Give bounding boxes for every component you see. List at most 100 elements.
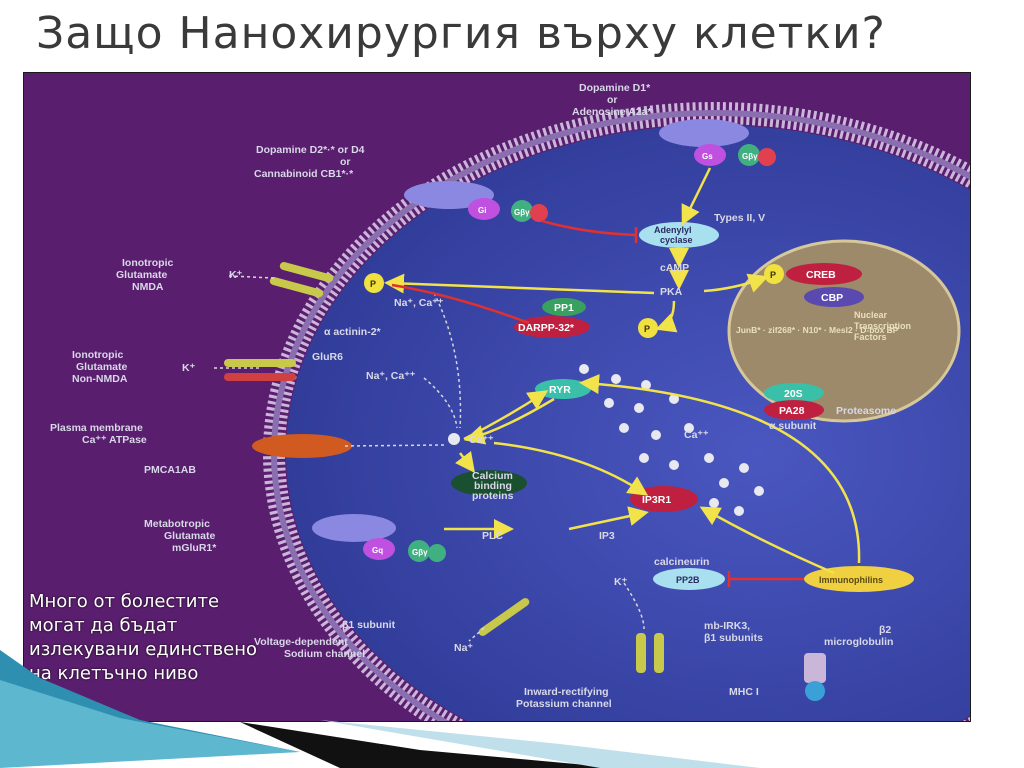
gbg-protein-3 <box>408 540 430 562</box>
potassium-channel-b <box>654 633 664 673</box>
label-camp: cAMP <box>660 262 689 274</box>
label-pmca1ab: PMCA1AB <box>144 464 196 476</box>
label-glutamate-2: Glutamate <box>76 361 128 373</box>
label-ca-cluster: Ca⁺⁺ <box>684 429 709 441</box>
label-proteasome: Proteasome <box>836 405 896 417</box>
calcium-particles <box>448 364 764 516</box>
label-pa28: PA28 <box>779 405 805 417</box>
nmda-channel-b <box>269 277 324 298</box>
label-adenosine: Adenosine A2a* <box>572 106 652 118</box>
label-inward-1: Inward-rectifying <box>524 686 609 698</box>
label-darpp: DARPP-32* <box>518 322 575 334</box>
label-gbg-1: Gβγ <box>742 152 758 161</box>
label-calcium-3: proteins <box>472 490 514 502</box>
label-actinin: α actinin-2* <box>324 326 382 338</box>
label-na-ca-1: Na⁺, Ca⁺⁺ <box>394 297 444 309</box>
gbg-protein-3b <box>428 544 446 562</box>
label-non-nmda: Non-NMDA <box>72 373 128 385</box>
label-glur6: GluR6 <box>312 351 343 363</box>
adenylyl-cyclase <box>639 222 719 248</box>
label-gq: Gq <box>372 546 383 555</box>
label-adenylyl-1: Adenylyl <box>654 225 692 235</box>
label-voltage-2: Sodium channel <box>284 648 365 660</box>
label-metabotropic-1: Metabotropic <box>144 518 210 530</box>
caption-line-2: могат да бъдат <box>29 615 178 636</box>
label-immunophilins: Immunophilins <box>819 575 883 585</box>
proteasome-pa28 <box>764 400 824 420</box>
gbg-protein-1b <box>758 148 776 166</box>
label-p-3: P <box>770 270 776 280</box>
label-nuclear-3: Factors <box>854 332 887 342</box>
label-cannabinoid: Cannabinoid CB1*·* <box>254 168 354 180</box>
label-metabotropic-2: Glutamate <box>164 530 216 542</box>
label-gbg-2: Gβγ <box>514 208 530 217</box>
pp1-protein <box>542 298 586 316</box>
label-voltage-1: Voltage-dependent <box>254 636 348 648</box>
label-pp2b: PP2B <box>676 575 700 585</box>
mhc-receptor <box>804 653 826 683</box>
slide-title: Защо Нанохирургия върху клетки? <box>36 8 886 59</box>
deco-black-wedge <box>240 722 620 768</box>
cbp-protein <box>804 287 864 307</box>
darpp-protein <box>514 316 590 338</box>
label-glutamate-1: Glutamate <box>116 269 168 281</box>
label-ionotropic-2: Ionotropic <box>72 349 123 361</box>
phospho-darpp <box>638 318 658 338</box>
label-dopamine-d1: Dopamine D1* <box>579 82 651 94</box>
label-creb: CREB <box>806 269 836 281</box>
label-alpha-subunit: α subunit <box>769 420 817 432</box>
glur6-channel-b <box>224 373 296 381</box>
label-ionotropic-1: Ionotropic <box>122 257 173 269</box>
label-adenylyl-2: cyclase <box>660 235 693 245</box>
label-mb-irk3-2: β1 subunits <box>704 632 763 644</box>
cell-diagram: Dopamine D1* or Adenosine A2a* Dopamine … <box>23 72 971 722</box>
label-gs: Gs <box>702 152 713 161</box>
label-nmda: NMDA <box>132 281 164 293</box>
label-calcium-1: Calcium <box>472 470 513 482</box>
label-plc: PLC <box>482 530 503 542</box>
label-na-ca-2: Na⁺, Ca⁺⁺ <box>366 370 416 382</box>
label-calcineurin: calcineurin <box>654 556 709 568</box>
label-dopamine-d2: Dopamine D2*·* or D4 <box>256 144 365 156</box>
inhibition-lines <box>391 219 804 587</box>
label-na-plus: Na⁺ <box>454 642 473 654</box>
pmca-pump <box>252 434 352 458</box>
caption-line-3: излекувани единствено <box>29 639 258 660</box>
label-nuclear-1: Nuclear <box>854 310 888 320</box>
label-nuclear-2: Transcription <box>854 321 911 331</box>
nmda-channel-a <box>279 262 334 283</box>
label-beta-subunit: β1 subunit <box>342 619 396 631</box>
signal-arrows <box>384 167 861 575</box>
gbg-protein-2b <box>530 204 548 222</box>
gbg-protein-2 <box>511 200 533 222</box>
label-metabotropic-3: mGluR1* <box>172 542 217 554</box>
phospho-creb <box>764 264 784 284</box>
gi-protein <box>468 198 500 220</box>
label-gbg-3: Gβγ <box>412 548 428 557</box>
deco-light-wedge <box>0 680 300 768</box>
mhc-ball <box>805 681 825 701</box>
nucleus <box>727 239 961 423</box>
label-p-1: P <box>644 324 650 334</box>
ion-flow-arrows <box>214 275 645 642</box>
sodium-channel <box>478 598 530 636</box>
label-ip3r1: IP3R1 <box>642 494 671 506</box>
label-pka: PKA <box>660 286 683 298</box>
label-inward-2: Potassium channel <box>516 698 612 710</box>
glur6-channel-a <box>224 359 296 367</box>
caption-line-1: Много от болестите <box>29 591 220 612</box>
slide-caption: Много от болестите могат да бъдат излеку… <box>29 590 257 686</box>
gs-protein <box>694 144 726 166</box>
label-ca-center: Ca⁺⁺ <box>469 434 494 446</box>
label-microglobulin: microglobulin <box>824 636 893 648</box>
label-pp1: PP1 <box>554 302 574 314</box>
label-pmca-2: Ca⁺⁺ ATPase <box>82 434 147 446</box>
label-ryr: RYR <box>549 384 571 396</box>
label-20s: 20S <box>784 388 803 400</box>
label-calcium-2: binding <box>474 480 512 492</box>
label-or-2: or <box>340 156 351 168</box>
label-or-1: or <box>607 94 618 106</box>
deco-pale-wedge <box>320 720 760 768</box>
label-k-plus-3: K⁺ <box>614 576 628 588</box>
label-mhc: MHC I <box>729 686 759 698</box>
